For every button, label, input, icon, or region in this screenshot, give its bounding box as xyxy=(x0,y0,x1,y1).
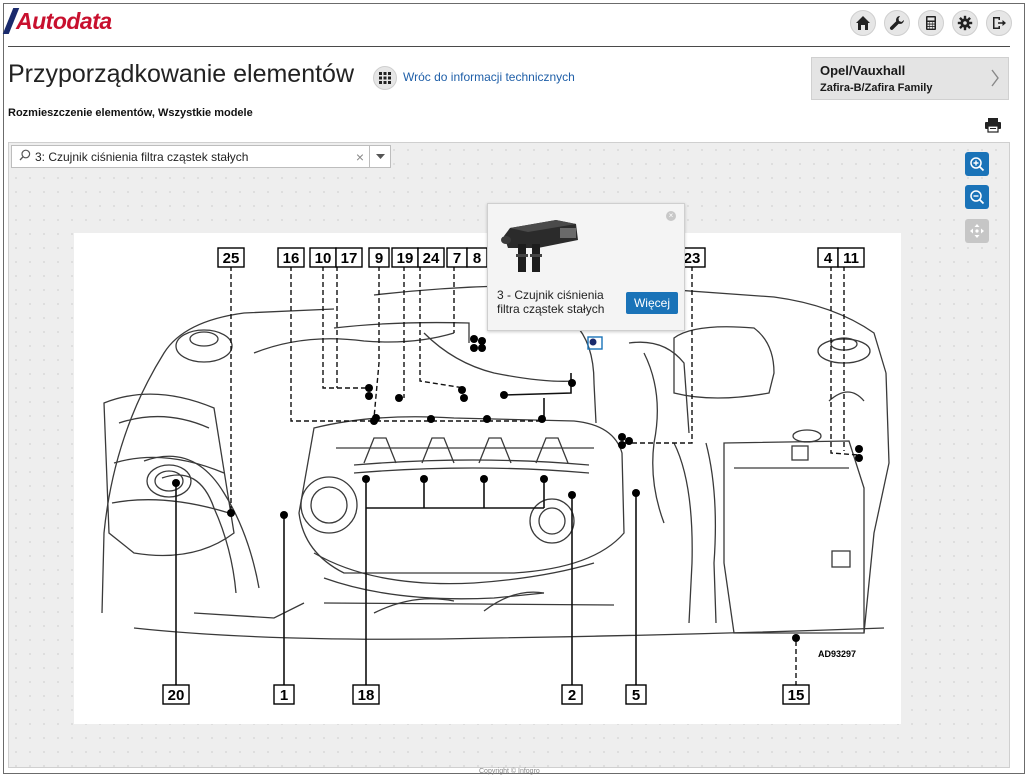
label-5: 5 xyxy=(632,687,640,704)
home-icon[interactable] xyxy=(850,10,876,36)
leader-24 xyxy=(419,266,465,389)
label-8: 8 xyxy=(473,250,481,267)
dropdown-toggle[interactable] xyxy=(369,146,390,167)
leader-9 xyxy=(373,266,380,419)
chevron-right-icon xyxy=(990,68,1000,93)
back-to-technical-info-link[interactable]: Wróc do informacji technicznych xyxy=(403,70,575,84)
component-info-popup: × 3 - Czujnik ciśnienia filtra cząstek s… xyxy=(487,203,685,331)
copyright-text: Copyright © Infogro xyxy=(479,768,540,775)
label-16: 16 xyxy=(283,250,300,267)
label-9: 9 xyxy=(375,250,383,267)
close-icon[interactable]: × xyxy=(666,211,676,221)
search-selected-value: 3: Czujnik ciśnienia filtra cząstek stał… xyxy=(35,149,249,164)
reset-view-button[interactable] xyxy=(965,219,989,243)
logo-text: Autodata xyxy=(16,7,112,34)
component-search-select[interactable]: 3: Czujnik ciśnienia filtra cząstek stał… xyxy=(11,145,391,168)
label-17: 17 xyxy=(341,250,358,267)
label-20: 20 xyxy=(168,687,185,704)
label-18: 18 xyxy=(358,687,375,704)
page-title: Przyporządkowanie elementów xyxy=(8,60,355,88)
gear-icon[interactable] xyxy=(952,10,978,36)
zoom-out-icon xyxy=(970,190,985,205)
label-15: 15 xyxy=(788,687,805,704)
vehicle-model: Zafira-B/Zafira Family xyxy=(820,82,933,94)
top-nav xyxy=(850,10,1012,36)
zoom-out-button[interactable] xyxy=(965,185,989,209)
search-icon xyxy=(19,148,31,166)
leader-4 xyxy=(830,266,860,456)
autodata-logo[interactable]: Autodata xyxy=(2,6,112,36)
wrench-icon[interactable] xyxy=(884,10,910,36)
leader-10 xyxy=(322,266,369,389)
label-24: 24 xyxy=(423,250,440,267)
leader-23 xyxy=(622,266,693,444)
more-info-button[interactable]: Więcej xyxy=(626,292,678,314)
calculator-icon[interactable] xyxy=(918,10,944,36)
label-23: 23 xyxy=(684,250,701,267)
popup-description: 3 - Czujnik ciśnienia filtra cząstek sta… xyxy=(497,288,605,316)
vehicle-make: Opel/Vauxhall xyxy=(820,63,906,78)
move-arrows-icon xyxy=(970,224,984,238)
label-7: 7 xyxy=(453,250,461,267)
label-11: 11 xyxy=(843,250,859,267)
label-19: 19 xyxy=(397,250,414,267)
diagram-code: AD93297 xyxy=(818,649,856,659)
label-25: 25 xyxy=(223,250,240,267)
pressure-sensor-image xyxy=(501,220,578,272)
label-4: 4 xyxy=(824,250,833,267)
zoom-in-icon xyxy=(970,157,985,172)
label-2: 2 xyxy=(568,687,576,704)
clear-search-button[interactable]: × xyxy=(355,148,365,165)
label-1: 1 xyxy=(280,687,288,704)
vehicle-selector[interactable]: Opel/Vauxhall Zafira-B/Zafira Family xyxy=(811,57,1009,100)
label-10: 10 xyxy=(315,250,332,267)
leader-16 xyxy=(290,266,544,422)
header-divider xyxy=(8,46,1010,47)
zoom-in-button[interactable] xyxy=(965,152,989,176)
print-icon[interactable] xyxy=(984,116,1002,139)
grid-menu-icon[interactable] xyxy=(373,66,397,90)
section-subtitle: Rozmieszczenie elementów, Wszystkie mode… xyxy=(8,107,253,119)
logout-icon[interactable] xyxy=(986,10,1012,36)
app-frame xyxy=(3,3,1025,774)
